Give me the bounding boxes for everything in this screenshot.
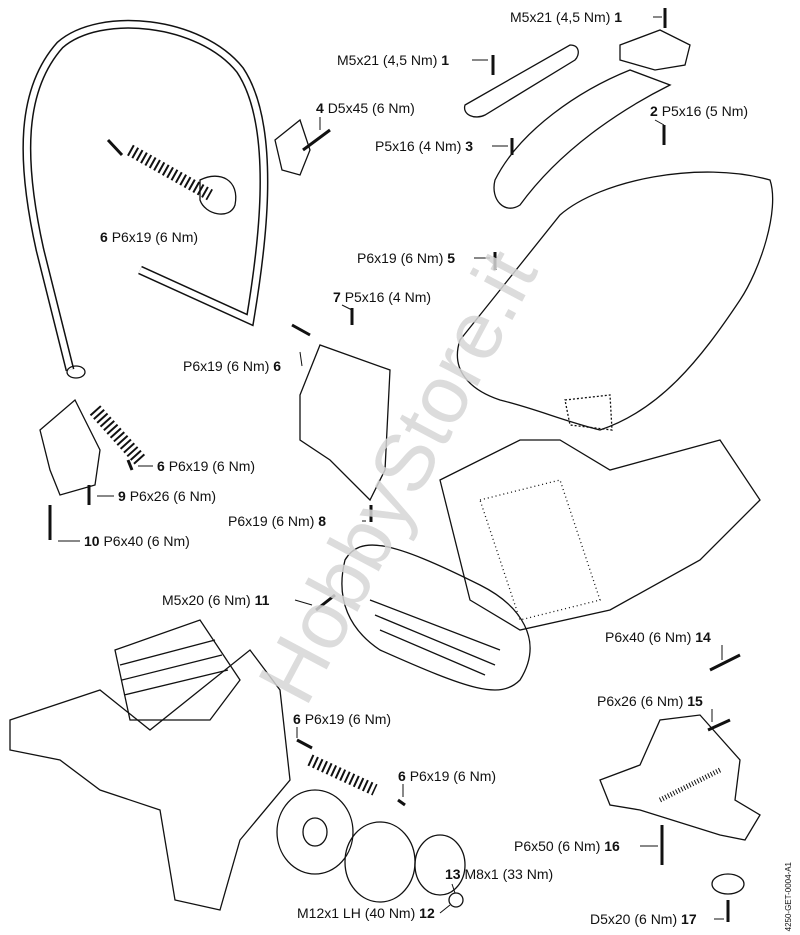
- top-cover: [463, 44, 579, 118]
- rear-bracket: [599, 714, 761, 841]
- document-code: 4250-GET-0004-A1: [784, 862, 793, 932]
- air-filter-housing: [439, 439, 761, 631]
- callout-9: 9 P6x26 (6 Nm): [118, 488, 217, 504]
- engine-cylinder: [114, 619, 241, 721]
- bracket-spring: [658, 767, 722, 803]
- air-baffle: [299, 344, 391, 502]
- callout-5: P6x19 (6 Nm) 5: [357, 250, 456, 266]
- callout-7: 7 P5x16 (4 Nm): [333, 289, 432, 305]
- callout-16: P6x50 (6 Nm) 16: [514, 838, 620, 854]
- callout-17: D5x20 (6 Nm) 17: [590, 911, 697, 927]
- cylinder-cover: [341, 544, 531, 691]
- callout-12: M12x1 LH (40 Nm) 12: [297, 905, 435, 921]
- handle-moulding: [493, 69, 672, 209]
- cooling-fins: [119, 639, 229, 696]
- callout-13: 13 M8x1 (33 Nm): [445, 866, 554, 882]
- front-bracket: [39, 398, 101, 496]
- callout-6-engine: 6 P6x19 (6 Nm): [293, 711, 392, 727]
- callout-14: P6x40 (6 Nm) 14: [605, 629, 711, 645]
- engine-shroud: [456, 171, 774, 431]
- leader-lines: [58, 16, 724, 920]
- callout-6-spring: P6x19 (6 Nm) 6: [183, 358, 282, 374]
- shroud-grille: [564, 394, 613, 431]
- callout-6-rear: 6 P6x19 (6 Nm): [398, 768, 497, 784]
- handle-bar: [22, 19, 269, 379]
- cover-ribs: [369, 599, 501, 676]
- nut: [448, 892, 464, 908]
- anti-vibration-spring: [89, 144, 237, 465]
- rear-spring: [307, 754, 378, 796]
- callout-6-handle: 6 P6x19 (6 Nm): [100, 229, 199, 245]
- callout-8: P6x19 (6 Nm) 8: [228, 513, 327, 529]
- clamp: [274, 118, 311, 176]
- clutch: [344, 821, 416, 903]
- callout-3: P5x16 (4 Nm) 3: [375, 138, 474, 154]
- flywheel: [276, 789, 354, 875]
- callout-4: 4 D5x45 (6 Nm): [316, 100, 415, 116]
- crankcase: [9, 649, 291, 911]
- callout-10: 10 P6x40 (6 Nm): [84, 533, 190, 549]
- callout-6-bracket: 6 P6x19 (6 Nm): [157, 458, 256, 474]
- callout-2: 2 P5x16 (5 Nm): [650, 103, 749, 119]
- screws: [48, 8, 741, 922]
- callout-15: P6x26 (6 Nm) 15: [597, 693, 703, 709]
- clutch-drum: [414, 834, 466, 896]
- callout-1-top: M5x21 (4,5 Nm) 1: [510, 9, 623, 25]
- filter-element: [479, 479, 601, 621]
- callout-11: M5x20 (6 Nm) 11: [162, 592, 270, 608]
- callout-1-cover: M5x21 (4,5 Nm) 1: [337, 52, 450, 68]
- rubber-buffer: [711, 873, 745, 895]
- handle-cover: [619, 29, 691, 71]
